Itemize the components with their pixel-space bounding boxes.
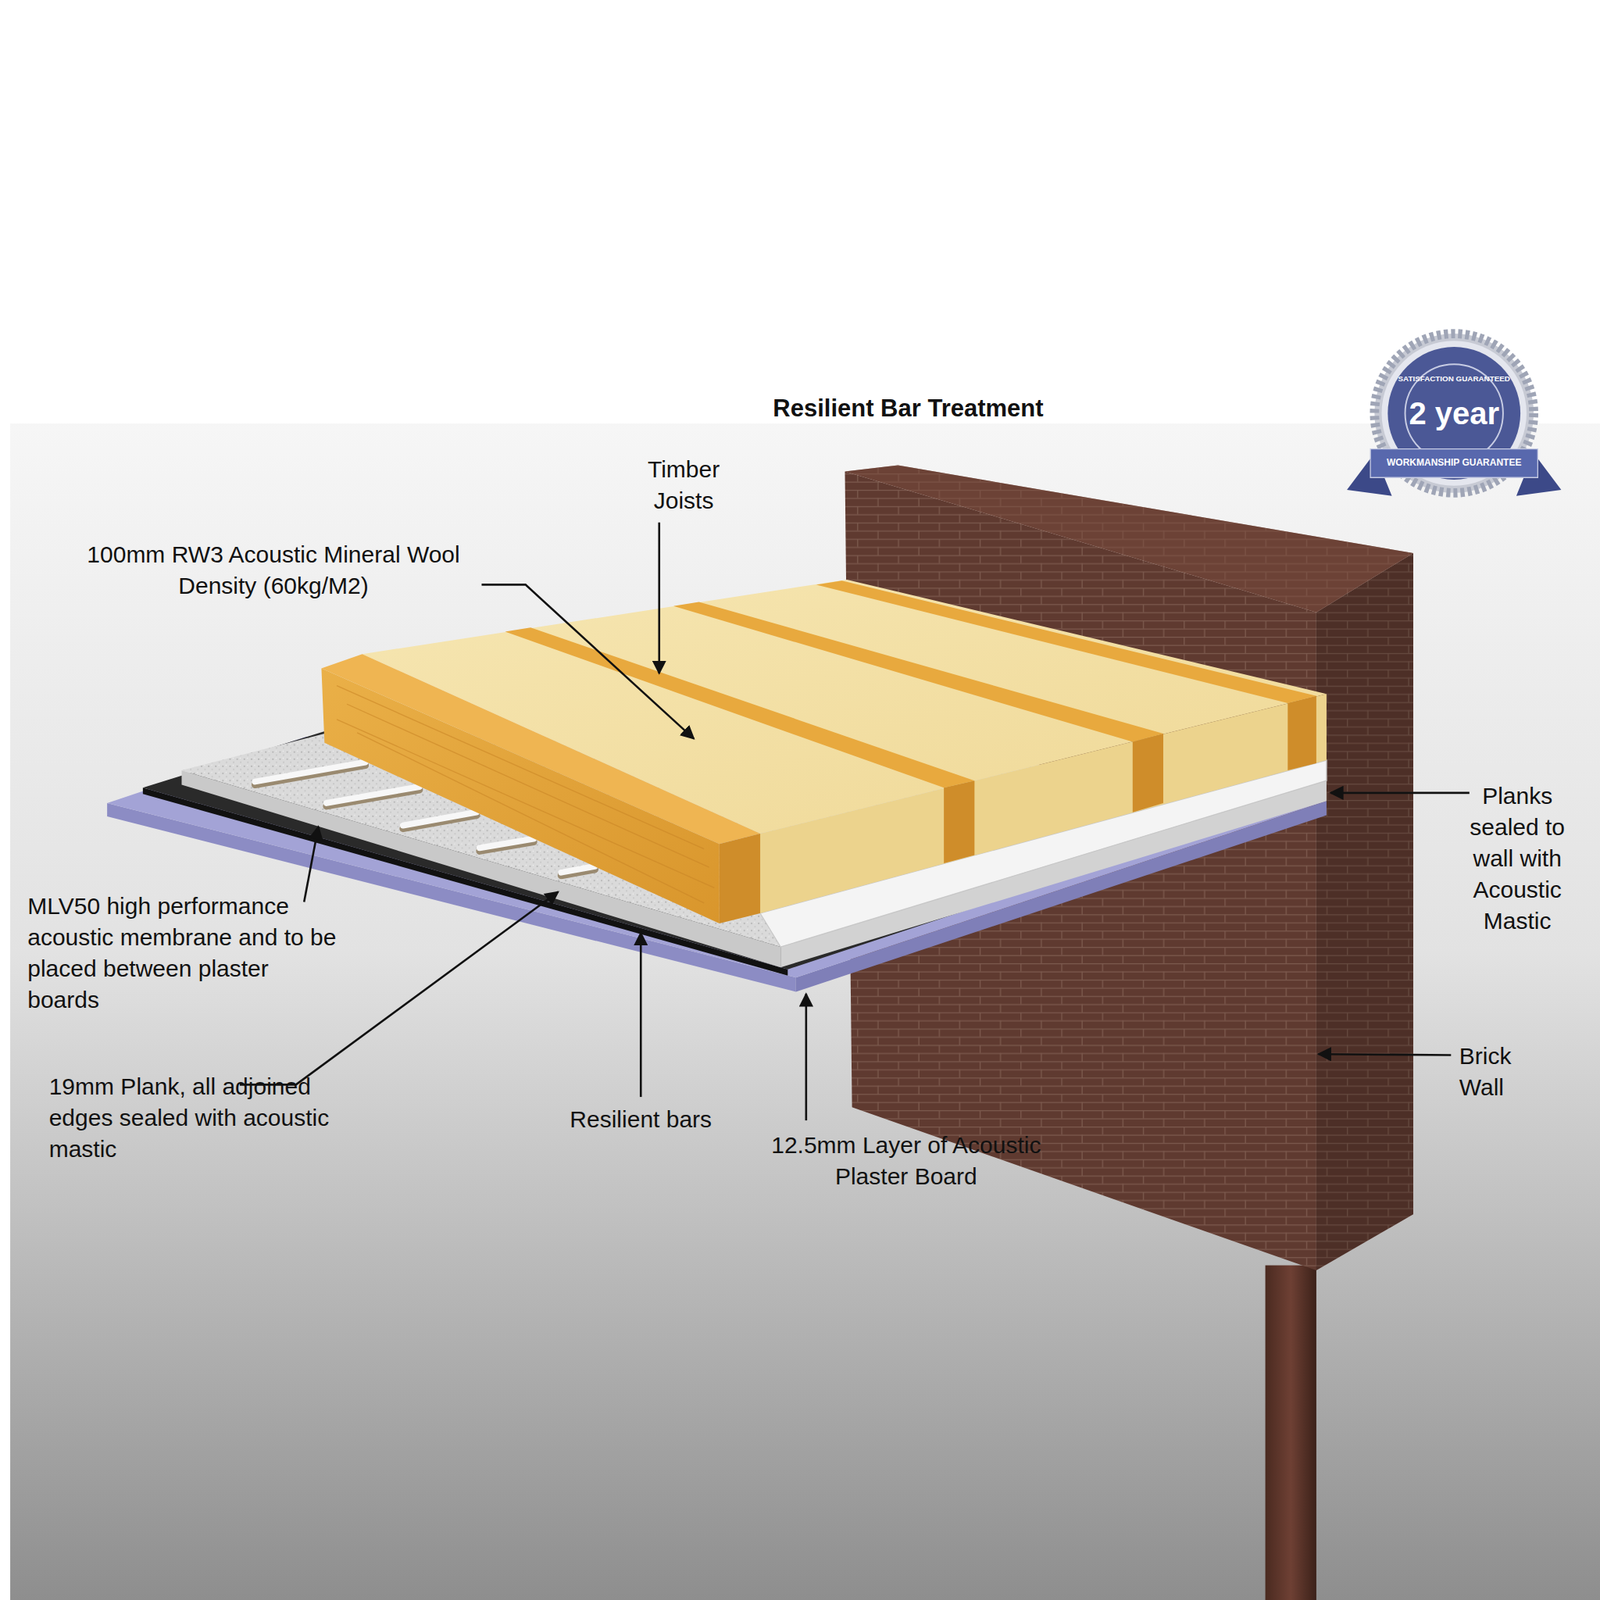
leader-line bbox=[639, 932, 643, 1097]
wood-grain bbox=[336, 685, 715, 904]
resilient-bar bbox=[403, 812, 477, 826]
diagram-title: Resilient Bar Treatment bbox=[693, 393, 1123, 424]
badge-text: SATISFACTION GUARANTEED bbox=[1397, 373, 1511, 385]
joist-top bbox=[816, 580, 1317, 704]
joist-top bbox=[673, 602, 1164, 743]
leader-line bbox=[481, 584, 694, 739]
wall-top-face bbox=[844, 465, 1414, 613]
resilient-bar bbox=[326, 786, 420, 804]
resilient-bar bbox=[479, 839, 534, 849]
badge-text: 2 year bbox=[1393, 397, 1515, 429]
guarantee-badge bbox=[1346, 333, 1561, 497]
leader-line bbox=[303, 826, 318, 903]
part-label: 19mm Plank, all adjoined edges sealed wi… bbox=[49, 1071, 339, 1165]
part-label: 12.5mm Layer of Acoustic Plaster Board bbox=[765, 1129, 1047, 1193]
joist-end bbox=[943, 780, 975, 864]
front-joist-end bbox=[719, 833, 761, 924]
resilient-bar bbox=[255, 762, 366, 783]
leader-lines bbox=[239, 522, 1470, 1121]
joists-and-insulation bbox=[321, 579, 1327, 924]
badge-text: WORKMANSHIP GUARANTEE bbox=[1373, 457, 1535, 468]
leader-line bbox=[657, 522, 661, 674]
wall-top-shade bbox=[844, 465, 1414, 613]
part-label: Timber Joists bbox=[617, 453, 750, 517]
joist-end bbox=[1132, 733, 1164, 813]
resilient-bar bbox=[560, 866, 595, 873]
note-label: Planks sealed to wall with Acoustic Mast… bbox=[1450, 780, 1584, 937]
part-label: Resilient bars bbox=[539, 1103, 743, 1136]
leader-line bbox=[805, 993, 808, 1121]
ribbon-band bbox=[1370, 449, 1538, 479]
wall-side-face bbox=[1316, 553, 1414, 1271]
leader-line bbox=[1330, 792, 1470, 795]
joist-end bbox=[1287, 696, 1317, 771]
floor-ground bbox=[10, 423, 1600, 1600]
wall-side-shade bbox=[1316, 553, 1414, 1271]
part-label: 100mm RW3 Acoustic Mineral Wool Density … bbox=[74, 539, 472, 602]
insulation-front bbox=[760, 693, 1327, 914]
wall-post bbox=[1265, 1265, 1317, 1600]
leader-line bbox=[239, 892, 559, 1086]
leader-line bbox=[1318, 1053, 1452, 1055]
part-label: Brick Wall bbox=[1459, 1040, 1562, 1104]
badge-ring bbox=[1381, 340, 1526, 486]
part-label: MLV50 high performance acoustic membrane… bbox=[27, 890, 340, 1016]
